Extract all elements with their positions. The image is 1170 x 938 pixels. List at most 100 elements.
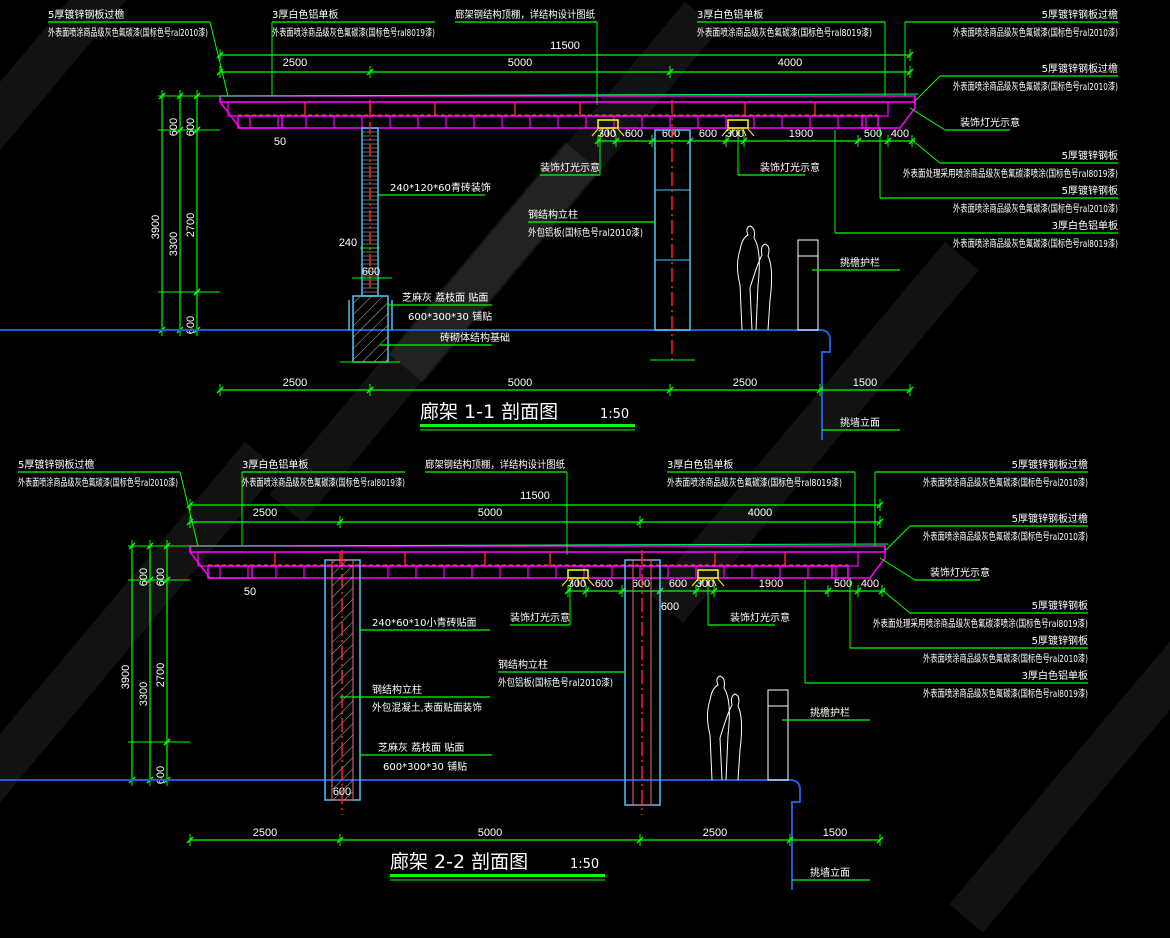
dimension-sub: 300 <box>696 578 714 590</box>
dimension-vertical: 3300 <box>168 232 180 256</box>
annotation-panel-right-finish: 外表面喷涂商品级灰色氟碳漆(国标色号ral8019漆) <box>667 476 842 489</box>
annotation-eave-right-2: 5厚镀锌钢板过檐 <box>1042 62 1118 75</box>
watermark-band <box>389 1 719 383</box>
annotation-eave-left-finish: 外表面喷涂商品级灰色氟碳漆(国标色号ral2010漆) <box>18 476 178 489</box>
dimension-top: 4000 <box>778 57 802 69</box>
dimension-vertical: 600 <box>155 766 167 784</box>
light-ray-icon <box>747 128 755 137</box>
annotation-eave-left: 5厚镀锌钢板过檐 <box>18 458 94 471</box>
dimension-bottom: 1500 <box>853 377 877 389</box>
dimension-bottom: 5000 <box>508 377 532 389</box>
annotation-eave-right-1-finish: 外表面喷涂商品级灰色氟碳漆(国标色号ral2010漆) <box>923 476 1088 489</box>
dimension-vertical: 2700 <box>185 213 197 237</box>
annotation-light-right: 装饰灯光示意 <box>930 566 990 579</box>
annotation-column-cladding: 240*60*10小青砖贴面 <box>372 616 477 629</box>
dimension-sub: 600 <box>669 578 687 590</box>
section-title: 廊架 1-1 剖面图 <box>420 401 558 423</box>
eave-right <box>861 96 916 129</box>
light-ray-icon <box>591 128 599 137</box>
annotation-eave-right-2-finish: 外表面喷涂商品级灰色氟碳漆(国标色号ral2010漆) <box>953 80 1118 93</box>
roof-beam <box>197 551 859 567</box>
annotation-light-2: 装饰灯光示意 <box>730 611 790 624</box>
annotation-plate-1-finish: 外表面处理采用喷涂商品级灰色氟碳漆喷涂(国标色号ral8019漆) <box>903 167 1118 180</box>
roof-top-panel <box>189 545 886 553</box>
railing-post <box>797 239 819 331</box>
dimension-sub: 500 <box>864 128 882 140</box>
dimension-600: 600 <box>661 601 679 613</box>
annotation-light-1: 装饰灯光示意 <box>510 611 570 624</box>
annotation-plate-1-finish: 外表面处理采用喷涂商品级灰色氟碳漆喷涂(国标色号ral8019漆) <box>873 617 1088 630</box>
light-ray-icon <box>691 578 699 587</box>
dimension-total: 11500 <box>550 40 580 52</box>
railing-post <box>767 689 789 781</box>
annotation-stone: 芝麻灰 荔枝面 贴面 <box>378 741 464 754</box>
dimension-top: 5000 <box>478 507 502 519</box>
dimension-bottom: 2500 <box>733 377 757 389</box>
dimension-sub: 400 <box>861 578 879 590</box>
dimension-vertical: 3900 <box>150 215 162 239</box>
annotation-plate-2-finish: 外表面喷涂商品级灰色氟碳漆(国标色号ral2010漆) <box>953 202 1118 215</box>
light-ray-icon <box>721 128 729 137</box>
annotation-panel-left-finish: 外表面喷涂商品级灰色氟碳漆(国标色号ral8019漆) <box>242 476 405 489</box>
annotation-eave-right-2: 5厚镀锌钢板过檐 <box>1012 512 1088 525</box>
annotation-eave-right-2-finish: 外表面喷涂商品级灰色氟碳漆(国标色号ral2010漆) <box>923 530 1088 543</box>
annotation-stone: 芝麻灰 荔枝面 贴面 <box>402 291 488 304</box>
leader-line <box>885 525 911 551</box>
dimension-bottom: 1500 <box>823 827 847 839</box>
section-scale: 1:50 <box>600 407 629 422</box>
dimension-sub: 600 <box>595 578 613 590</box>
dimension-total: 11500 <box>520 490 550 502</box>
light-fixture-icon <box>727 119 749 129</box>
dimension-bottom: 2500 <box>703 827 727 839</box>
annotation-column-cladding: 240*120*60青砖装饰 <box>390 181 491 194</box>
dimension-sub: 1900 <box>759 578 783 590</box>
annotation-plate-2-finish: 外表面喷涂商品级灰色氟碳漆(国标色号ral2010漆) <box>923 652 1088 665</box>
annotation-eave-right-1: 5厚镀锌钢板过檐 <box>1012 458 1088 471</box>
section-title: 廊架 2-2 剖面图 <box>390 851 528 873</box>
light-ray-icon <box>742 128 747 137</box>
light-fixture-icon <box>567 569 589 579</box>
section-scale: 1:50 <box>570 857 599 872</box>
annotation-panel-right: 3厚白色铝单板 <box>667 458 733 471</box>
annotation-panel-left: 3厚白色铝单板 <box>242 458 308 471</box>
light-ray-icon <box>569 578 574 587</box>
dimension-240: 240 <box>339 237 357 249</box>
human-figure-icon <box>737 225 773 331</box>
dimension-sub: 500 <box>834 578 852 590</box>
annotation-panel-3: 3厚白色铝单板 <box>1022 669 1088 682</box>
annotation-stone-size: 600*300*30 铺贴 <box>383 760 467 773</box>
light-ray-icon <box>561 578 569 587</box>
watermark-band <box>649 241 979 623</box>
annotation-railing: 挑檐护栏 <box>810 706 850 719</box>
leader-line <box>909 107 946 131</box>
annotation-wall-elevation: 挑墙立面 <box>810 866 850 879</box>
eave-left <box>189 546 253 579</box>
watermark-band <box>0 0 269 183</box>
annotation-eave-left-finish: 外表面喷涂商品级灰色氟碳漆(国标色号ral2010漆) <box>48 26 208 39</box>
dimension-top: 2500 <box>253 507 277 519</box>
dimension-sub: 600 <box>699 128 717 140</box>
dimension-sub: 600 <box>625 128 643 140</box>
dimension-vertical: 600 <box>138 568 150 586</box>
dimension-top: 2500 <box>283 57 307 69</box>
dimension-sub: 600 <box>662 128 680 140</box>
dimension-vertical: 2700 <box>155 663 167 687</box>
annotation-panel-left-finish: 外表面喷涂商品级灰色氟碳漆(国标色号ral8019漆) <box>272 26 435 39</box>
dimension-vertical: 600 <box>155 568 167 586</box>
leader-line <box>911 139 941 164</box>
annotation-plate-2: 5厚镀锌钢板 <box>1062 184 1118 197</box>
dimension-sub: 400 <box>891 128 909 140</box>
annotation-roof-structure: 廊架钢结构顶棚，详结构设计图纸 <box>425 458 565 471</box>
dimension-sub: 300 <box>726 128 744 140</box>
annotation-panel-left: 3厚白色铝单板 <box>272 8 338 21</box>
dimension-sub: 1900 <box>789 128 813 140</box>
dimension-bottom: 5000 <box>478 827 502 839</box>
light-ray-icon <box>617 128 625 137</box>
annotation-panel-right: 3厚白色铝单板 <box>697 8 763 21</box>
dimension-top: 5000 <box>508 57 532 69</box>
annotation-steel-column-finish: 外包铝板(国标色号ral2010漆) <box>498 676 613 689</box>
light-ray-icon <box>587 578 595 587</box>
